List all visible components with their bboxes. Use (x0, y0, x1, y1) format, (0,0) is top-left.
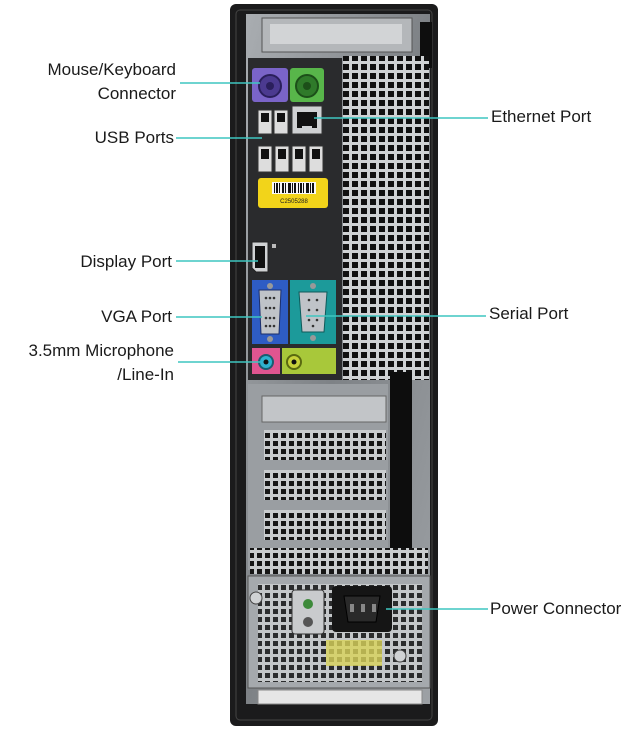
psu-switch-plate (291, 589, 325, 635)
label-usb-ports: USB Ports (94, 128, 174, 147)
expansion-slot-grille-3 (264, 510, 386, 540)
label-microphone-line1: 3.5mm Microphone (28, 341, 174, 360)
serial-connector (290, 280, 336, 344)
ethernet-port (291, 105, 323, 135)
label-display-port: Display Port (80, 252, 172, 271)
psu-led (303, 599, 313, 609)
label-ethernet-port: Ethernet Port (491, 107, 592, 126)
service-tag-sticker: C2505288 (258, 178, 328, 208)
usb-ports-upper (257, 109, 289, 135)
sticker-code: C2505288 (280, 199, 308, 205)
label-serial-port: Serial Port (489, 304, 569, 323)
expansion-slot-grille-1 (264, 430, 386, 460)
ps2-ports (252, 68, 324, 102)
psu-screw-left (249, 591, 263, 605)
label-mouse-keyboard-line2: Connector (97, 84, 176, 103)
label-microphone: 3.5mm Microphone /Line-In (28, 339, 174, 387)
leader-lines (176, 82, 488, 610)
label-power-connector: Power Connector (490, 599, 622, 618)
label-mouse-keyboard-line1: Mouse/Keyboard (47, 60, 176, 79)
expansion-slot-grille-2 (264, 470, 386, 500)
audio-jacks (252, 348, 336, 374)
vga-connector (252, 280, 288, 344)
card-retention-bar (390, 372, 412, 568)
label-vga-port: VGA Port (101, 307, 172, 326)
rear-vent-grille (343, 56, 429, 380)
top-bracket-slot (270, 24, 402, 44)
label-mouse-keyboard: Mouse/Keyboard Connector (47, 58, 176, 106)
bottom-regulatory-label (257, 689, 423, 705)
psu-screw-right (393, 649, 407, 663)
displayport-connector (251, 241, 276, 273)
label-microphone-line2: /Line-In (117, 365, 174, 384)
usb-ports-lower (257, 145, 324, 173)
psu-caution-sticker (326, 640, 382, 666)
expansion-slot-cover-1 (261, 395, 387, 423)
psu-test-button (303, 617, 313, 627)
chassis-bevel (235, 9, 433, 721)
lower-vent-grille (250, 548, 428, 574)
